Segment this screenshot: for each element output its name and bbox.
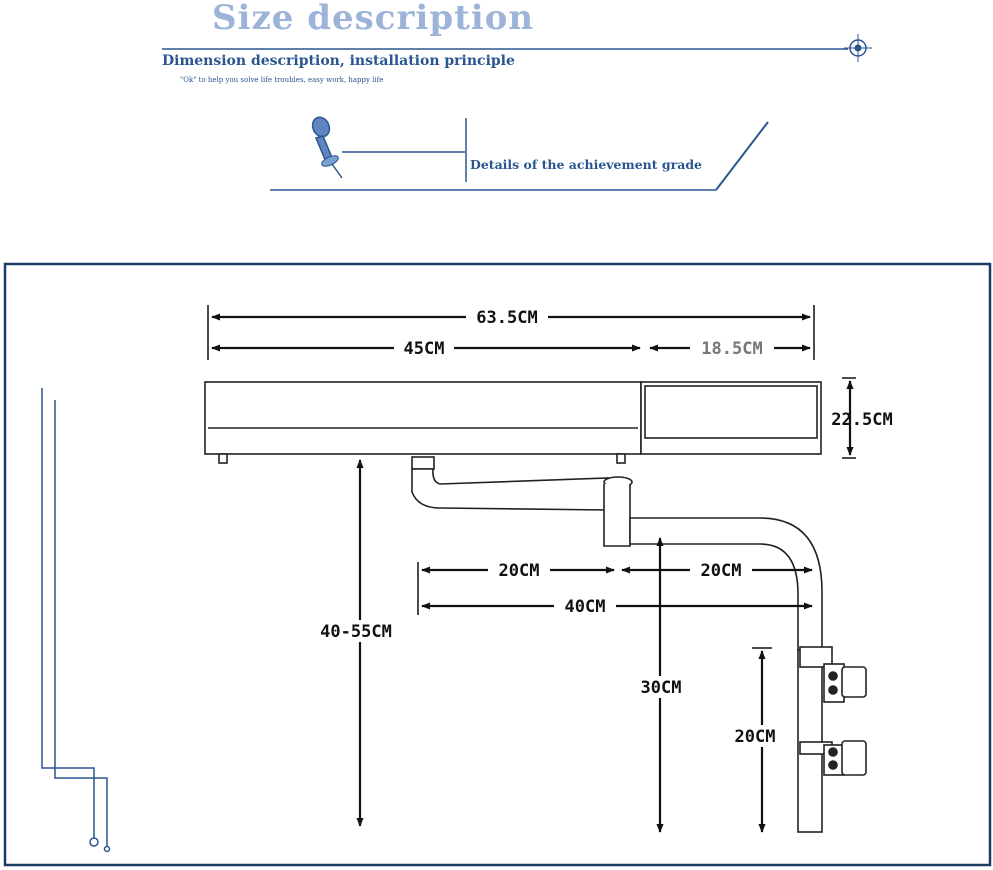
grade-label: Details of the achievement grade (470, 157, 703, 172)
label-drop-height: 30CM (641, 678, 682, 698)
label-arm-reach: 40CM (565, 597, 606, 617)
page-title: Size description (212, 0, 535, 38)
pushpin-icon (311, 116, 343, 179)
label-arm-segment-2: 20CM (701, 561, 742, 581)
label-end-section-length: 18.5CM (701, 339, 762, 359)
label-overall-height: 40-55CM (320, 622, 392, 642)
label-clamp-spacing: 20CM (735, 727, 776, 747)
section-subtitle: Dimension description, installation prin… (162, 53, 515, 69)
target-icon (844, 34, 872, 62)
circuit-decoration (41, 388, 111, 853)
label-body-height: 22.5CM (831, 410, 892, 430)
grade-frame (270, 118, 769, 191)
label-total-length: 63.5CM (476, 308, 537, 328)
product-drawing (204, 381, 867, 833)
dimension-labels: 63.5CM 45CM 18.5CM 22.5CM 40-55CM 20CM 2… (306, 307, 893, 747)
label-arm-segment-1: 20CM (499, 561, 540, 581)
main-body (204, 381, 642, 455)
tagline: "Ok" to help you solve life troubles, ea… (180, 76, 384, 84)
label-main-body-length: 45CM (404, 339, 445, 359)
diagram-frame (3, 262, 992, 867)
